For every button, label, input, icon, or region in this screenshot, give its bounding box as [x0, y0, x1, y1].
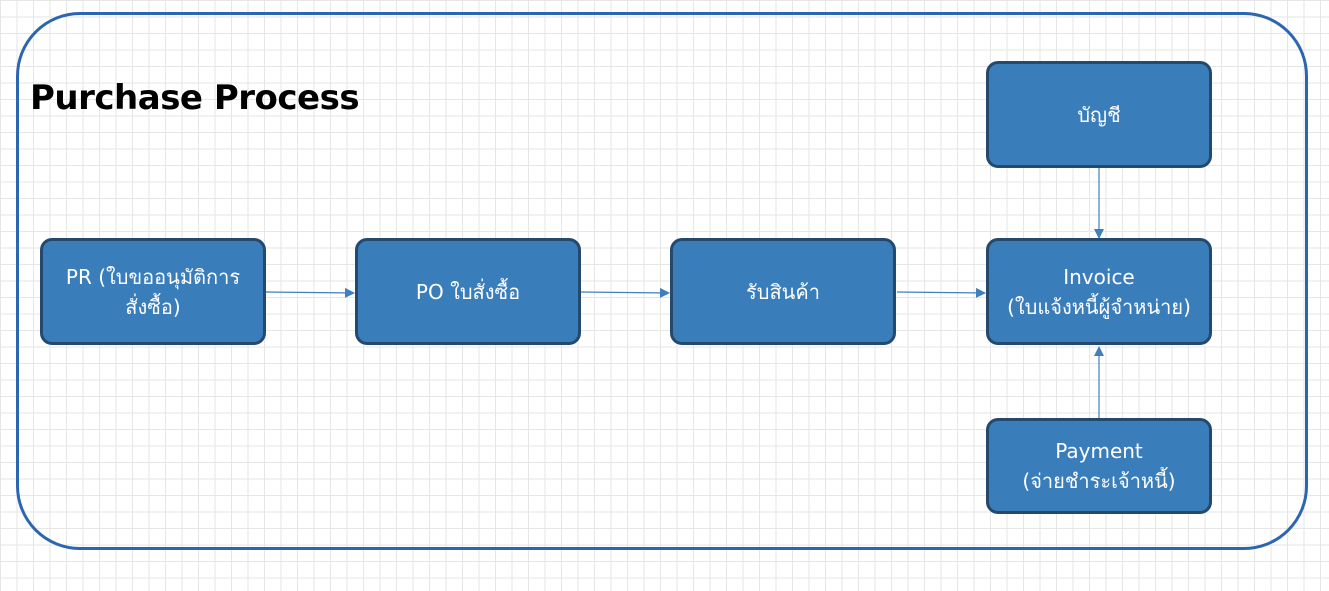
diagram-title: Purchase Process — [30, 78, 360, 118]
node-account[interactable]: บัญชี — [986, 61, 1212, 168]
node-account-line1: บัญชี — [1077, 102, 1121, 127]
node-pr-line2: สั่งซื้อ) — [125, 294, 181, 319]
node-receive[interactable]: รับสินค้า — [670, 238, 896, 345]
node-po[interactable]: PO ใบสั่งซื้อ — [355, 238, 581, 345]
node-pr-line1: PR (ใบขออนุมัติการ — [65, 264, 241, 289]
node-receive-line1: รับสินค้า — [746, 279, 820, 304]
process-frame — [16, 12, 1308, 550]
node-payment[interactable]: Payment (จ่ายชำระเจ้าหนี้) — [986, 418, 1212, 514]
node-po-line1: PO ใบสั่งซื้อ — [415, 279, 521, 304]
arrow-receive-to-invoice — [896, 287, 986, 298]
node-invoice-line1: Invoice — [1063, 264, 1135, 289]
node-pr[interactable]: PR (ใบขออนุมัติการ สั่งซื้อ) — [40, 238, 266, 345]
node-invoice[interactable]: Invoice (ใบแจ้งหนี้ผู้จำหน่าย) — [986, 238, 1212, 345]
node-payment-line2: (จ่ายชำระเจ้าหนี้) — [1022, 469, 1176, 493]
arrow-pr-to-po — [265, 287, 355, 298]
node-payment-line1: Payment — [1055, 439, 1143, 463]
node-invoice-line2: (ใบแจ้งหนี้ผู้จำหน่าย) — [1007, 294, 1191, 319]
arrow-po-to-receive — [580, 287, 670, 298]
